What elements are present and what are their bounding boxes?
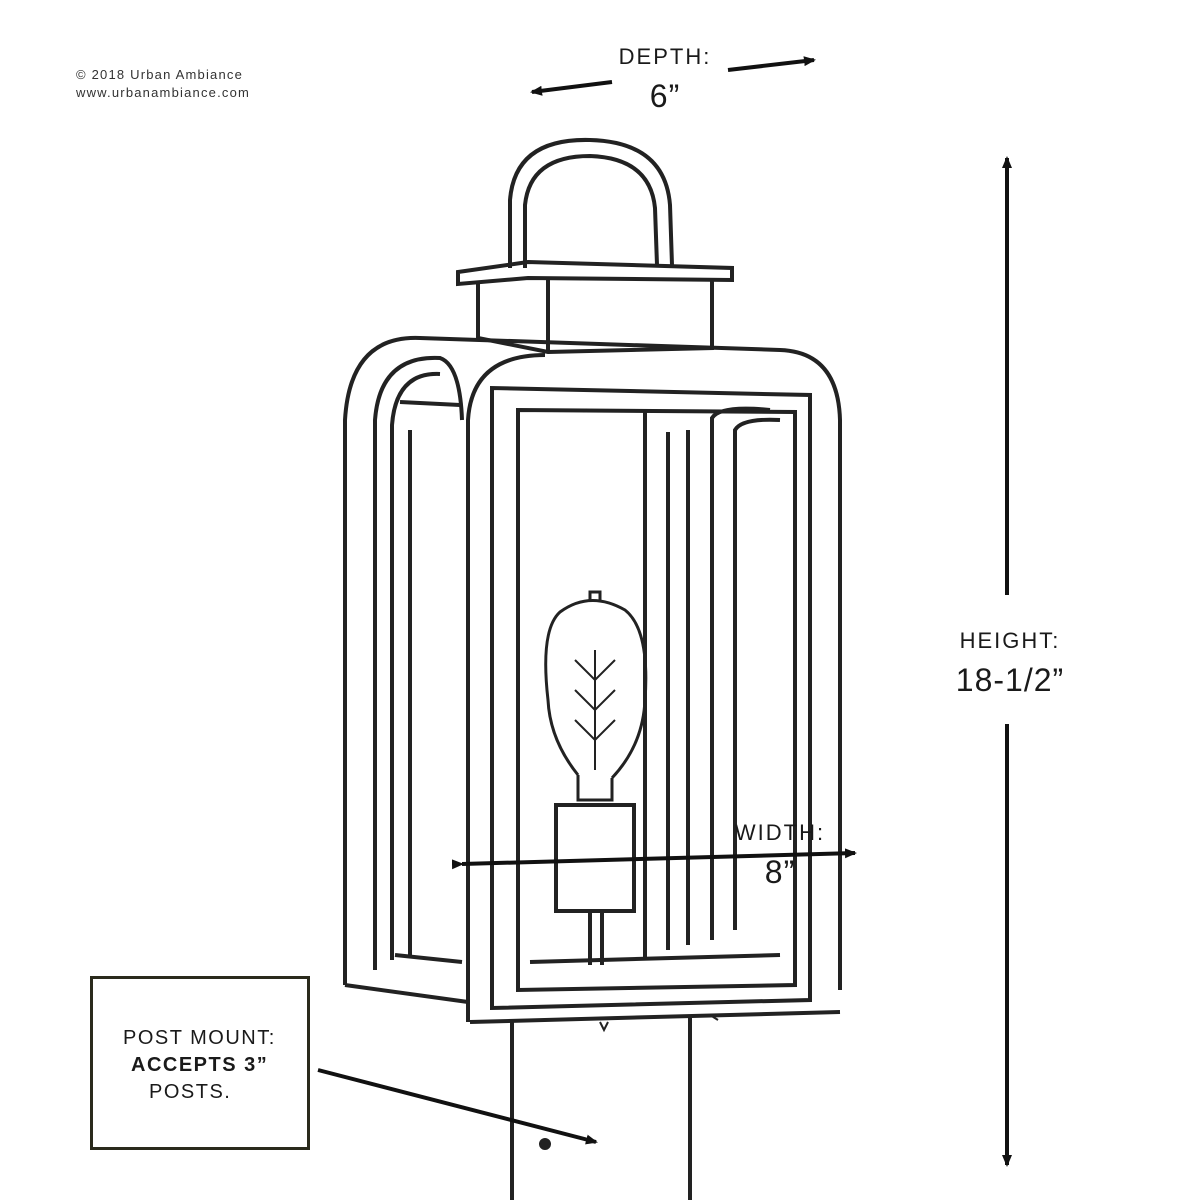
callout-text: POST MOUNT: ACCEPTS 3” POSTS. (93, 1025, 307, 1106)
lantern-body (343, 335, 842, 1024)
depth-arrows (530, 56, 816, 96)
callout-line-2: ACCEPTS 3” (131, 1054, 269, 1076)
callout-line-3: POSTS. (149, 1081, 232, 1103)
callout-line-1: POST MOUNT: (123, 1027, 276, 1049)
lantern-cap (456, 259, 734, 355)
bulb-socket (554, 803, 636, 965)
height-value: 18-1/2” (955, 662, 1065, 698)
edison-bulb (544, 590, 648, 802)
copyright-line: © 2018 Urban Ambiance (76, 67, 244, 82)
post-mount-callout: POST MOUNT: ACCEPTS 3” POSTS. (90, 976, 310, 1150)
lantern-handle (508, 137, 674, 268)
depth-label: DEPTH: (618, 44, 712, 69)
website-line: www.urbanambiance.com (76, 85, 251, 100)
depth-value: 6” (649, 78, 681, 114)
callout-pointer-arrow (317, 1068, 598, 1145)
height-label: HEIGHT: (959, 628, 1061, 653)
width-value: 8” (764, 854, 796, 890)
width-label: WIDTH: (734, 820, 826, 845)
mounting-post (510, 1014, 719, 1200)
width-arrow (451, 848, 857, 870)
copyright-notice: © 2018 Urban Ambiance www.urbanambiance.… (76, 66, 250, 102)
